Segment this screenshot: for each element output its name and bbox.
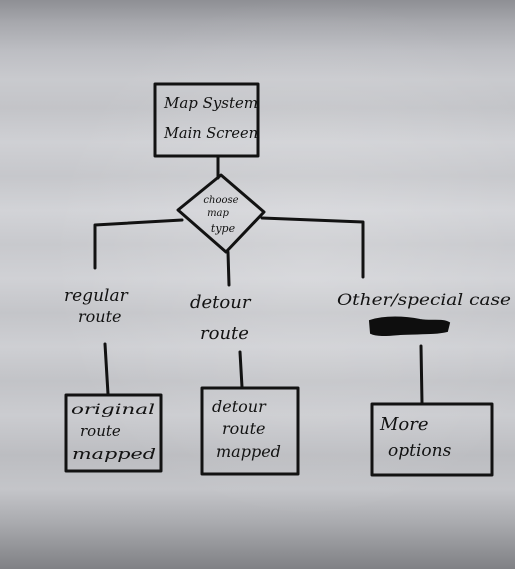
branch-connectors [93,216,365,287]
result-3-line1: More [379,414,429,435]
root-node: Map System Main Screen [153,82,260,158]
decision-node: choose map type [176,173,266,254]
branch-3-label-line1: Other/special case [337,290,511,309]
result-1-line1: original [71,402,155,418]
connector-branch-3-down [419,344,424,405]
result-2-line3: mapped [216,442,281,461]
branch-1-label-line1: regular [64,286,129,306]
root-title-line1: Map System [163,94,258,112]
result-box-3 [370,402,494,477]
connector-middle [226,250,231,287]
result-2-line2: route [222,419,265,438]
connector-branch-2-down [238,350,244,389]
connector-left [93,218,184,270]
decision-text-line1: choose [203,195,238,206]
decision-diamond [176,173,266,254]
root-box [153,82,260,158]
result-box-1 [64,393,163,473]
branch-regular-route: regular route original route mapped [64,286,163,473]
scribbled-out-text [368,316,451,336]
result-1-line2: route [80,422,121,440]
branch-detour-route: detour route detour route mapped [190,292,300,476]
result-1-line3: mapped [72,445,156,463]
result-3-line2: options [388,441,452,461]
decision-text-line2: map [207,208,229,219]
connector-branch-1-down [103,342,110,396]
connector-right [260,216,365,279]
branch-2-label-line2: route [200,323,249,344]
branch-other-special-case: Other/special case More options [337,290,511,477]
decision-text-line3: type [211,222,236,235]
result-2-line1: detour [212,397,267,416]
branch-1-label-line2: route [78,307,121,326]
branch-2-label-line1: detour [190,292,252,313]
root-title-line2: Main Screen [163,124,258,142]
result-box-2 [200,386,300,476]
